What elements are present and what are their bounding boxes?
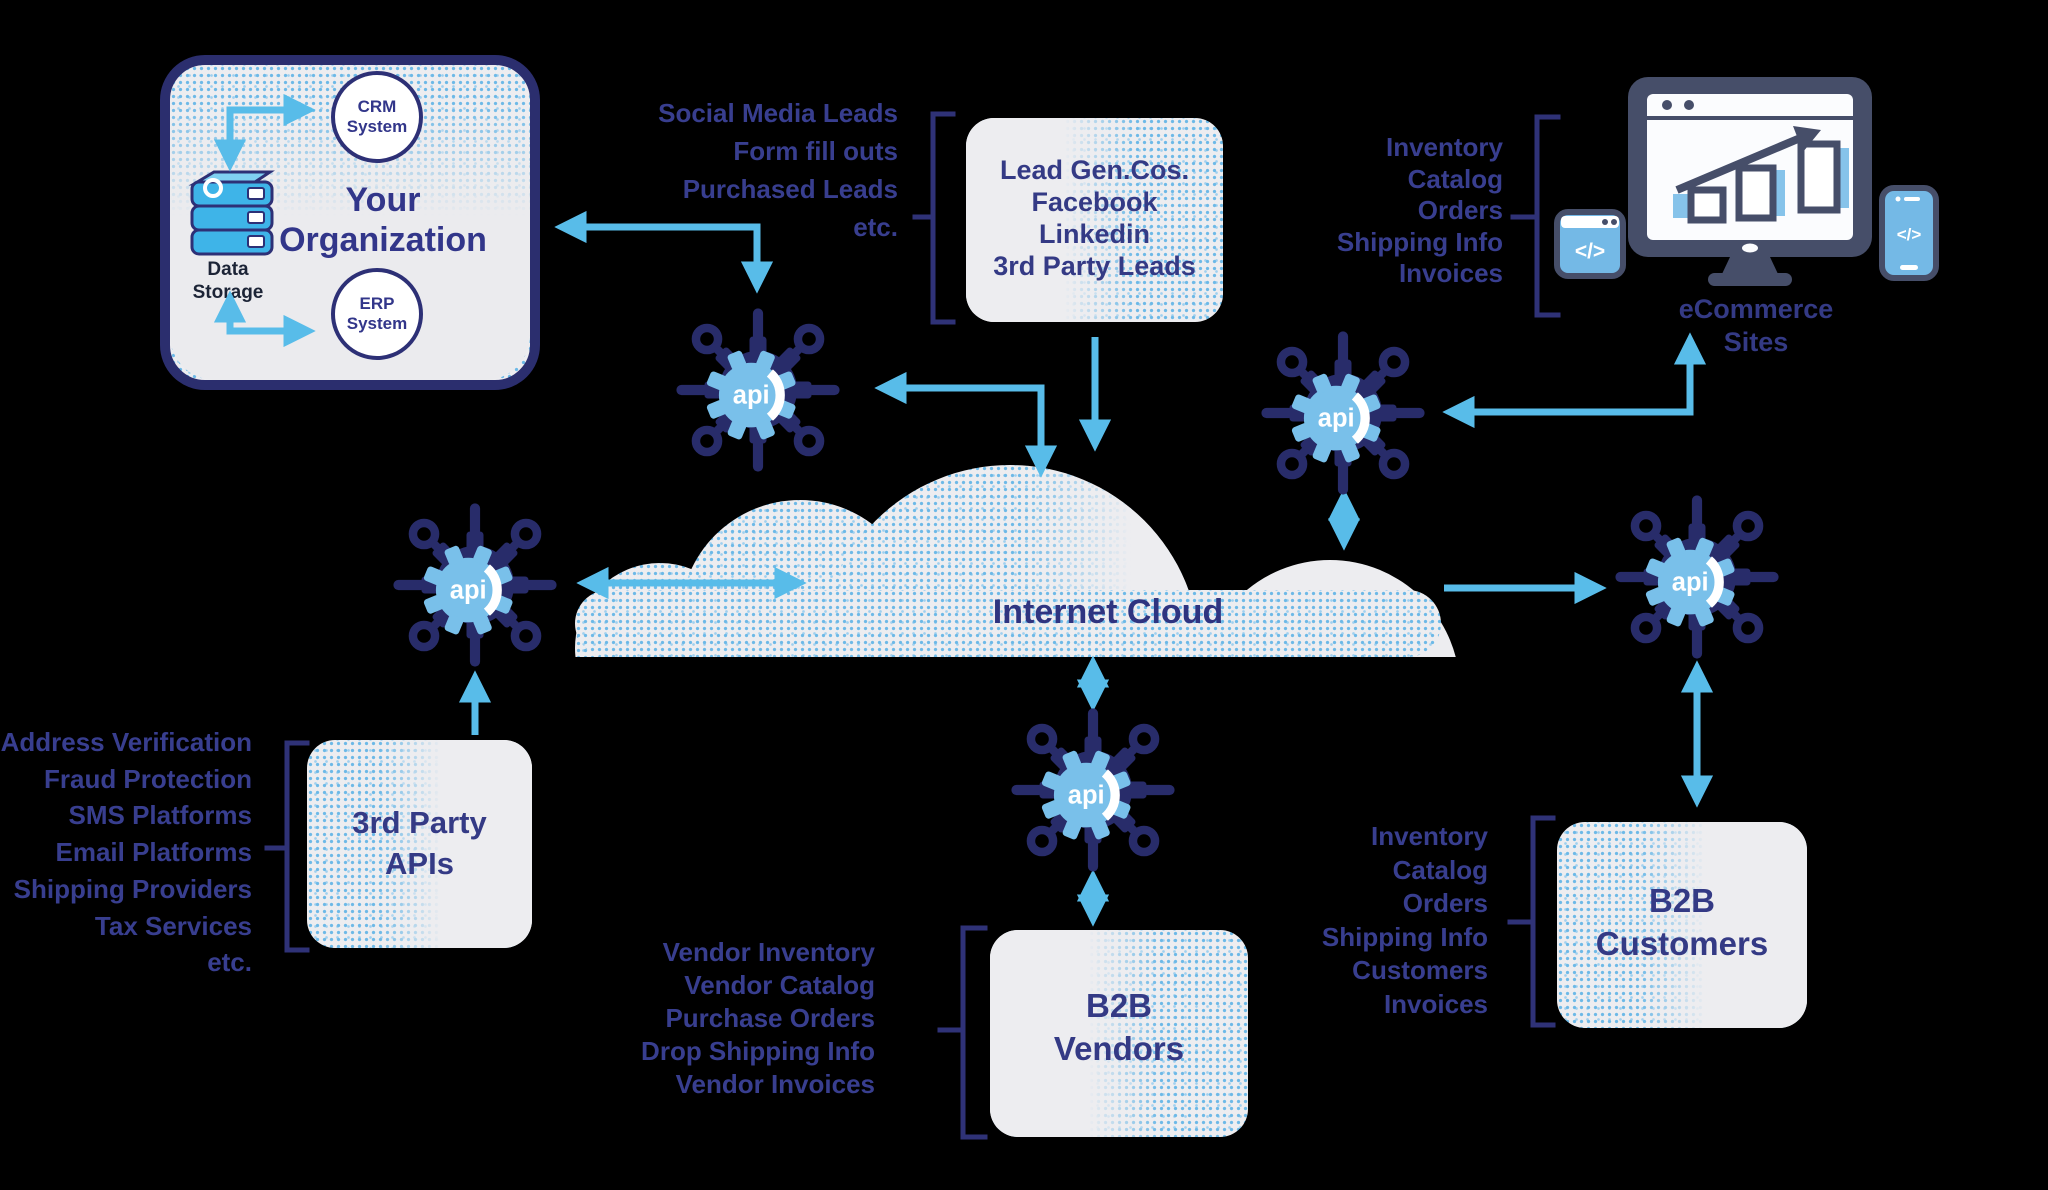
list-item: SMS Platforms [68, 800, 253, 831]
monitor-icon [1628, 77, 1872, 286]
lead-gen-box: Lead Gen.Cos. Facebook Linkedin 3rd Part… [966, 118, 1223, 322]
list-item: Drop Shipping Info [641, 1036, 875, 1066]
arrow-api-leads-cloud [874, 371, 1058, 478]
list-item: Inventory [1385, 132, 1503, 162]
list-item: Invoices [1398, 258, 1503, 288]
third-party-apis-box: 3rd Party APIs [307, 740, 532, 948]
b2b-vendors-box: B2B Vendors [990, 930, 1248, 1137]
arrow-storage-to-erp [213, 290, 316, 348]
ecommerce-sites-label: eCommerce Sites [1678, 294, 1834, 357]
list-item: etc. [853, 212, 898, 242]
lead-sources-list: Social Media Leads Form fill outs Purcha… [658, 94, 898, 246]
list-item: Tax Services [94, 910, 252, 941]
org-title-line2: Organization [279, 221, 487, 259]
code-glyph: </> [1897, 225, 1922, 244]
list-item: Address Verification [0, 727, 252, 757]
arrow-storage-to-crm [213, 93, 316, 172]
bar-chart-icon [1673, 126, 1849, 224]
mobile-phone-code-icon: </> [1879, 185, 1939, 281]
lead-gen-line: 3rd Party Leads [993, 251, 1196, 281]
list-item: Fraud Protection [43, 763, 252, 794]
list-item: Vendor Catalog [684, 970, 875, 1000]
bracket-lead-sources [912, 111, 956, 325]
api-icon-label: api [1068, 782, 1105, 810]
customer-data-list: Inventory Catalog Orders Shipping Info C… [1322, 820, 1488, 1022]
internet-cloud [560, 450, 1460, 657]
code-glyph: </> [1575, 240, 1605, 263]
api-icon-ecommerce: api [1258, 328, 1428, 498]
list-item: Social Media Leads [658, 98, 898, 128]
list-item: Shipping Providers [13, 873, 252, 904]
list-item: Inventory [1370, 821, 1488, 851]
vendor-data-list: Vendor Inventory Vendor Catalog Purchase… [641, 936, 875, 1101]
api-icon-b2b-vendors: api [1008, 705, 1178, 875]
org-title-line1: Your [345, 181, 421, 219]
arrow-api-to-ecommerce [1442, 332, 1707, 429]
list-item: Shipping Info [1321, 921, 1488, 952]
third-party-list: Address Verification Fraud Protection SM… [1, 724, 252, 981]
api-icon-leads: api [673, 305, 843, 475]
api-icon-label: api [1318, 405, 1355, 433]
list-item: Purchased Leads [682, 174, 898, 204]
ecommerce-data-list: Inventory Catalog Orders Shipping Info I… [1337, 132, 1503, 290]
list-item: Catalog [1392, 854, 1488, 885]
lead-gen-line: Lead Gen.Cos. [999, 155, 1190, 185]
list-item: Shipping Info [1336, 226, 1503, 257]
list-item: Vendor Inventory [662, 937, 875, 967]
list-item: Invoices [1383, 988, 1488, 1019]
list-item: Orders [1417, 195, 1503, 225]
lead-gen-line: Linkedin [1038, 219, 1150, 249]
list-item: etc. [207, 947, 252, 978]
org-title: Your Organization [233, 180, 533, 260]
lead-gen-line: Facebook [1031, 187, 1158, 217]
bracket-ecommerce-data [1510, 114, 1561, 318]
internet-cloud-label: Internet Cloud [992, 593, 1224, 631]
list-item: Catalog [1407, 163, 1503, 194]
bracket-customer-data [1507, 815, 1556, 1028]
api-icon-label: api [733, 382, 770, 410]
list-item: Vendor Invoices [675, 1069, 875, 1099]
arrow-leads-to-org-and-api [554, 210, 774, 294]
list-item: Customers [1352, 955, 1488, 986]
list-item: Purchase Orders [665, 1003, 875, 1033]
bracket-vendor-data [937, 925, 988, 1140]
gear-icon [203, 178, 223, 198]
web-app-code-icon: </> [1554, 209, 1626, 279]
crm-system-node: CRM System [331, 71, 423, 163]
api-icon-third-party: api [390, 500, 560, 670]
bracket-third-party [264, 740, 310, 953]
erp-system-node: ERP System [331, 268, 423, 360]
api-icon-label: api [450, 577, 487, 605]
api-icon-label: api [1672, 569, 1709, 597]
list-item: Email Platforms [55, 837, 252, 868]
api-icon-b2b-customers: api [1612, 492, 1782, 662]
list-item: Form fill outs [733, 136, 898, 166]
data-storage-icon [188, 170, 275, 256]
list-item: Orders [1402, 888, 1488, 919]
b2b-customers-box: B2B Customers [1557, 822, 1807, 1028]
